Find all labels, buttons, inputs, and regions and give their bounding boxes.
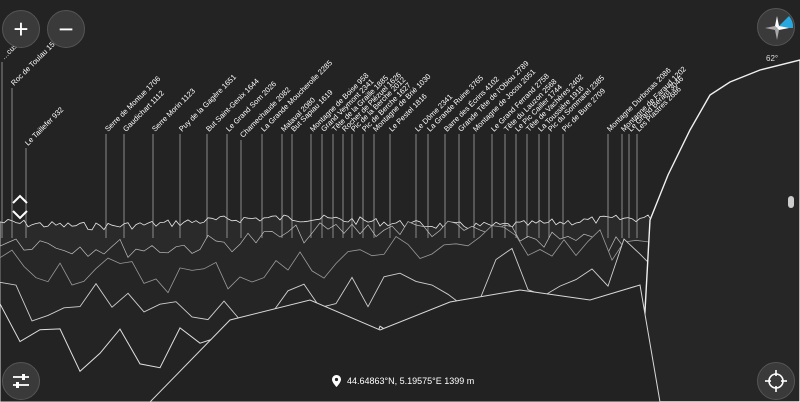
locate-me-button[interactable] (757, 362, 795, 400)
scroll-handle[interactable] (788, 196, 794, 208)
tilt-control[interactable] (8, 192, 32, 222)
chevron-up-down-icon (12, 194, 28, 220)
zoom-in-button[interactable]: + (2, 10, 40, 48)
minus-icon: − (58, 14, 74, 44)
foreground-slope (639, 59, 800, 402)
sliders-icon (13, 374, 29, 388)
coordinates-text: 44.64863°N, 5.19575°E 1399 m (347, 376, 475, 386)
mountain-ridgelines (0, 59, 800, 402)
compass-button[interactable] (757, 8, 795, 46)
field-of-view-readout: 62° (766, 54, 779, 63)
location-pin-icon (332, 375, 341, 387)
compass-icon (765, 16, 794, 40)
crosshair-icon (765, 370, 787, 392)
plus-icon: + (13, 14, 29, 44)
foreground-ridge (149, 284, 661, 402)
zoom-out-button[interactable]: − (47, 10, 85, 48)
location-readout: 44.64863°N, 5.19575°E 1399 m (332, 375, 474, 387)
settings-button[interactable] (2, 362, 40, 400)
